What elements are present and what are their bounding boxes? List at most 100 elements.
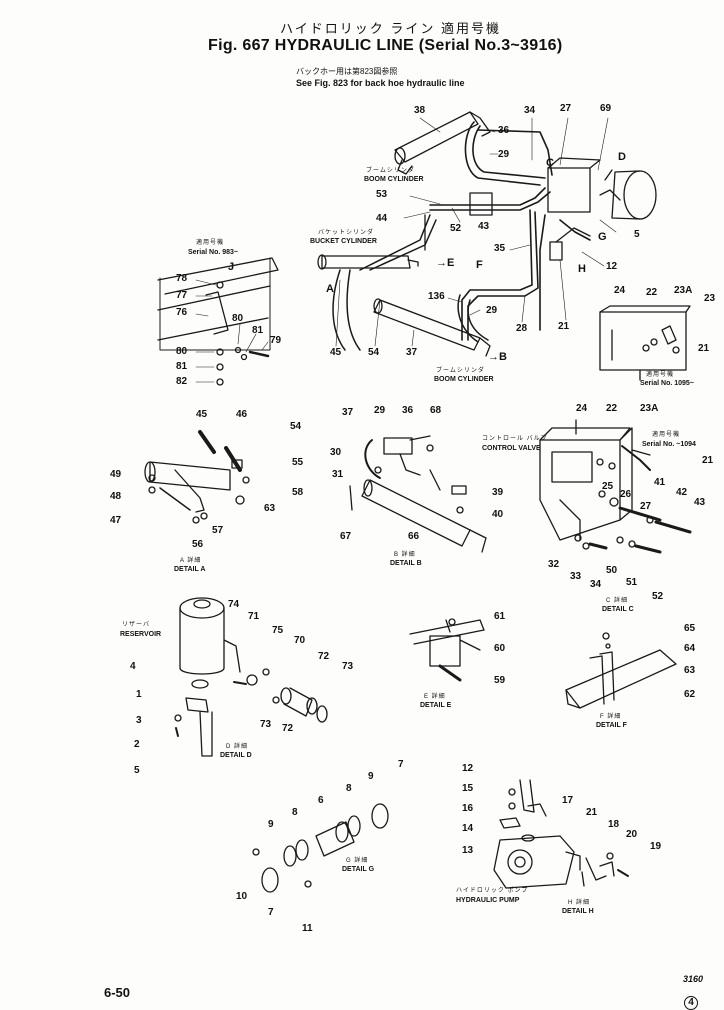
detail-a-label: DETAIL A [174, 566, 206, 573]
callout-35: 35 [494, 243, 506, 254]
callout-34: 34 [524, 105, 536, 116]
callout-79: 79 [270, 335, 282, 346]
detail-f-jp: F 詳細 [600, 714, 622, 720]
detail-c-jp: C 詳細 [606, 598, 629, 604]
callout-e-59: 59 [494, 675, 506, 686]
callout-b-40: 40 [492, 509, 504, 520]
view-letter-h: H [578, 263, 586, 275]
callout-37: 37 [406, 347, 418, 358]
callout-g-8: 8 [292, 807, 298, 818]
callout-e-61: 61 [494, 611, 506, 622]
callout-43: 43 [478, 221, 490, 232]
callout-53: 53 [376, 189, 388, 200]
detail-g-jp: G 詳細 [346, 858, 369, 864]
callout-c-22: 22 [606, 403, 618, 414]
callout-b-30: 30 [330, 447, 342, 458]
callout-c-21: 21 [702, 455, 714, 466]
drawing-code: 3160 [683, 974, 704, 984]
callout-c-50: 50 [606, 565, 618, 576]
callout-g-7b: 7 [268, 907, 274, 918]
bucket-cylinder [317, 214, 437, 351]
callout-c-32: 32 [548, 559, 560, 570]
view-letter-j: J [228, 261, 235, 273]
callout-b-37: 37 [342, 407, 354, 418]
boom-cylinder-2-jp-label: ブームシリンダ [436, 368, 485, 374]
callout-a-56: 56 [192, 539, 204, 550]
detail-c-label: DETAIL C [602, 606, 634, 613]
serial-983-label: Serial No. 983~ [188, 249, 239, 256]
callout-g-7: 7 [398, 759, 404, 770]
callout-82: 82 [176, 376, 188, 387]
callout-c-51: 51 [626, 577, 638, 588]
serial-1095-jp: 適用号機 [646, 372, 675, 378]
leader-lines [195, 117, 617, 383]
callout-d-2: 2 [134, 739, 140, 750]
callout-a-63: 63 [264, 503, 276, 514]
callout-80: 80 [232, 313, 244, 324]
callout-f-63: 63 [684, 665, 696, 676]
view-letter-e: →E [436, 257, 455, 269]
serial-1094-jp: 適用号機 [652, 432, 681, 438]
callout-d-73: 73 [342, 661, 354, 672]
callout-g-6: 6 [318, 795, 324, 806]
callout-a-55: 55 [292, 457, 304, 468]
detail-c-drawing [539, 419, 692, 554]
callout-h-13: 13 [462, 845, 474, 856]
callout-c-23a: 23A [640, 403, 659, 414]
callout-c-41: 41 [654, 477, 666, 488]
callout-136: 136 [428, 291, 445, 302]
detail-d-label: DETAIL D [220, 752, 252, 759]
detail-a-jp: A 詳細 [180, 558, 202, 564]
callout-inset-23a: 23A [674, 285, 693, 296]
serial-1095-label: Serial No. 1095~ [640, 380, 694, 387]
callout-a-47: 47 [110, 515, 122, 526]
callout-d-4: 4 [130, 661, 136, 672]
detail-g-label: DETAIL G [342, 866, 375, 873]
detail-f-drawing [565, 632, 677, 709]
detail-e-jp: E 詳細 [424, 694, 446, 700]
revision-mark: 4 [684, 996, 698, 1010]
callout-27: 27 [560, 103, 572, 114]
boom-cylinder-jp-label: ブームシリンダ [366, 168, 415, 174]
bracket-detail-j [157, 257, 279, 386]
callout-g-9b: 9 [368, 771, 374, 782]
callout-69: 69 [600, 103, 612, 114]
figure-title: Fig. 667 HYDRAULIC LINE (Serial No.3~391… [208, 37, 563, 54]
callout-c-26: 26 [620, 489, 632, 500]
control-valve-jp-label: コントロール バルブ [482, 436, 548, 442]
callout-d-75: 75 [272, 625, 284, 636]
callout-h-19: 19 [650, 841, 662, 852]
callout-f-62: 62 [684, 689, 696, 700]
callout-29b: 29 [486, 305, 498, 316]
boom-cylinder-label: BOOM CYLINDER [364, 176, 424, 183]
callout-d-74: 74 [228, 599, 240, 610]
detail-e-drawing [409, 618, 485, 682]
callout-c-43: 43 [694, 497, 706, 508]
callout-54: 54 [368, 347, 380, 358]
boom-cylinder-2-label: BOOM CYLINDER [434, 376, 494, 383]
callout-29: 29 [498, 149, 510, 160]
callout-d-1: 1 [136, 689, 142, 700]
reservoir-label: RESERVOIR [120, 631, 162, 638]
detail-f-label: DETAIL F [596, 722, 627, 729]
callout-80b: 80 [176, 346, 188, 357]
callout-c-42: 42 [676, 487, 688, 498]
detail-h-drawing [493, 779, 629, 889]
callout-76: 76 [176, 307, 188, 318]
callout-h-12: 12 [462, 763, 474, 774]
callout-c-27: 27 [640, 501, 652, 512]
callout-b-66: 66 [408, 531, 420, 542]
callout-f-64: 64 [684, 643, 696, 654]
callout-77: 77 [176, 290, 188, 301]
callout-a-45: 45 [196, 409, 208, 420]
callout-52: 52 [450, 223, 462, 234]
callout-g-9: 9 [268, 819, 274, 830]
callout-inset-23: 23 [704, 293, 716, 304]
detail-d-jp: D 詳細 [226, 744, 249, 750]
page-number: 6-50 [104, 985, 131, 1000]
callout-h-20: 20 [626, 829, 638, 840]
note-english: See Fig. 823 for back hoe hydraulic line [296, 78, 465, 88]
callout-a-49: 49 [110, 469, 122, 480]
detail-b-drawing [349, 435, 487, 553]
